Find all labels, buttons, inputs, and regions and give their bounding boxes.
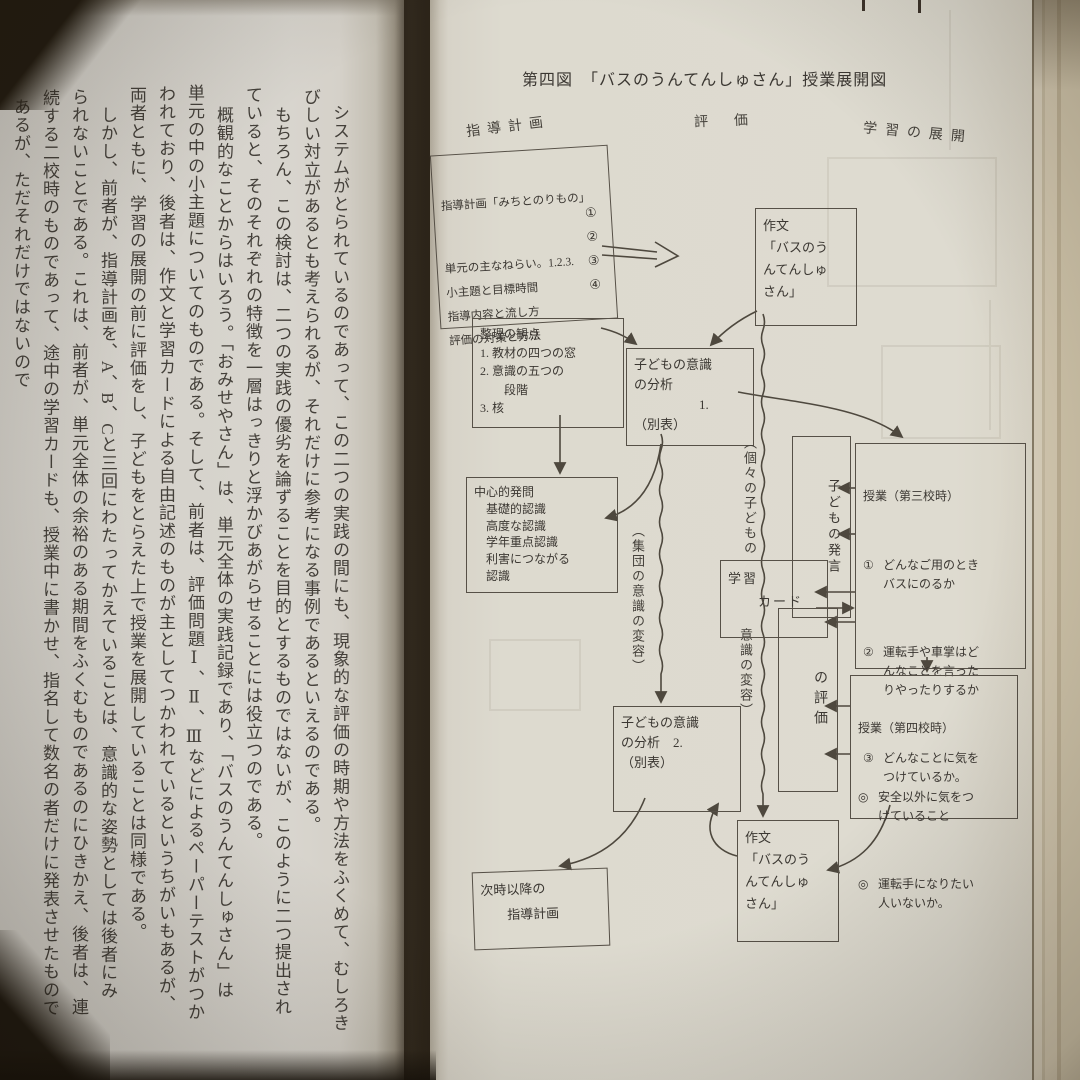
lesson-item: ◎ 安全以外に気をつ けていること bbox=[858, 788, 1010, 825]
box-central-question: 中心的発問 基礎的認識 高度な認識 学年重点認識 利害につながる 認識 bbox=[466, 477, 618, 593]
lesson-item: ① どんなご用のとき バスにのるか bbox=[863, 556, 1018, 593]
book-page-edges-shadow bbox=[1032, 0, 1080, 90]
box-children-remarks: 子どもの発言 bbox=[792, 436, 851, 618]
box-lesson-period-3: 授業（第三校時） ① どんなご用のとき バスにのるか ② 運転手や車掌はど んな… bbox=[855, 443, 1026, 784]
box-learning-card: 学習 カード bbox=[720, 560, 828, 638]
text-column: ていると、そのそれぞれの特徴を一層はっきりと浮かびあがらせることには役立つのであ… bbox=[243, 86, 262, 851]
item-number: ◎ bbox=[858, 877, 869, 892]
page-showthrough-ghost bbox=[489, 10, 1001, 711]
photo-dark-corner bbox=[0, 0, 150, 110]
text-column: 両者ともに、学習の展開の前に評価をし、子どもをとらえた上で授業を展開していること… bbox=[127, 86, 146, 942]
lesson-flow-diagram: 第四図 「バスのうんてんしゅさん」授業展開図 指導計画 評価 学習の展開 指導計… bbox=[429, 0, 1040, 1080]
page-top-mark bbox=[862, 0, 865, 11]
item-text: どんなご用のとき バスにのるか bbox=[883, 557, 980, 591]
text-column: われており、後者は、作文と学習カードによる自由記述のものが主としてつかわれている… bbox=[156, 85, 175, 1014]
lesson-item: ② 運転手や車掌はど んなことを言った りやったりするか bbox=[863, 643, 1018, 699]
item-number: ① bbox=[863, 557, 874, 572]
book-page-edges bbox=[1032, 0, 1080, 1080]
item-number: ③ bbox=[863, 751, 874, 766]
box-title: 指導計画「みちとのりもの」 bbox=[440, 192, 591, 214]
diagram-lines bbox=[489, 10, 1001, 874]
box-next-teaching-plan: 次時以降の 指導計画 bbox=[471, 867, 611, 951]
lesson-item: ③ どんなことに気を つけているか。 bbox=[863, 749, 1018, 786]
flow-arrows bbox=[553, 241, 934, 874]
text-column: 単元の中の小主題についてのものである。そして、前者は、評価問題Ⅰ、Ⅱ、Ⅲなどによ… bbox=[185, 84, 204, 1022]
label-individual-consciousness-1: （個々の子どもの bbox=[742, 436, 757, 556]
item-number: ◎ bbox=[858, 789, 869, 804]
text-column: られないことである。これは、前者が、単元全体の余裕のある期間をふくむものであるの… bbox=[69, 88, 88, 1017]
box-composition-bottom: 作文 「バスのう んてんしゅ さん」 bbox=[737, 820, 839, 942]
item-text: 安全以外に気をつ けていること bbox=[878, 789, 975, 823]
text-column: もちろん、この検討は、二つの実践の優劣を論ずることを目的とするものではないが、こ… bbox=[272, 106, 291, 1016]
box-lesson-period-4: 授業（第四校時） ◎ 安全以外に気をつ けていること ◎ 運転手になりたい 人い… bbox=[850, 675, 1018, 910]
box-organizing-viewpoints: 整理の観点 1. 教材の四つの窓 2. 意識の五つの 段階 3. 核 bbox=[472, 318, 624, 428]
book-gutter-shadow bbox=[394, 0, 440, 1080]
box-teaching-plan: 指導計画「みちとのりもの」 単元の主なねらい。1.2.3. 小主題と目標時間 指… bbox=[429, 144, 619, 348]
figure-title: 第四図 「バスのうんてんしゅさん」授業展開図 bbox=[522, 72, 888, 89]
box-child-consciousness-analysis-2: 子どもの意識 の分析 2. （別表） bbox=[613, 706, 741, 812]
label-individual-consciousness-2: 意識の変容） bbox=[738, 628, 753, 718]
big-arrow-shaft bbox=[601, 254, 658, 260]
vertical-text-block: システムがとられているのであって、この二つの実践の間にも、現象的な評価の時期や方… bbox=[0, 56, 354, 1064]
text-column: 続する二校時のものであって、途中の学習カードも、授業中に書かせ、指名して数名の者… bbox=[40, 89, 59, 1018]
left-page: システムがとられているのであって、この二つの実践の間にも、現象的な評価の時期や方… bbox=[0, 0, 404, 1080]
text-column: びしい対立があるとも考えられるが、それだけに参考になる事例であるといえるのである… bbox=[301, 88, 320, 835]
item-text: 運転手になりたい 人いないか。 bbox=[878, 877, 975, 910]
big-arrow-head bbox=[654, 241, 680, 268]
lesson-item: ◎ 運転手になりたい 人いないか。 bbox=[858, 875, 1010, 912]
column-header-evaluation: 評価 bbox=[693, 112, 775, 131]
page-top-mark bbox=[918, 0, 921, 13]
box-composition-top: 作文 「バスのう んてんしゅ さん」 bbox=[755, 208, 857, 326]
text-column: システムがとられているのであって、この二つの実践の間にも、現象的な評価の時期や方… bbox=[330, 104, 349, 1033]
box-evaluation-of: の評価 bbox=[778, 608, 838, 792]
box-title: 授業（第三校時） bbox=[863, 489, 960, 504]
box-title: 授業（第四校時） bbox=[858, 721, 955, 736]
text-column: しかし、前者が、指導計画を、A、B、Cと三回にわたってかえていることは、意識的な… bbox=[98, 106, 117, 1000]
item-text: どんなことに気を つけているか。 bbox=[883, 751, 980, 784]
photo-bottom-shadow bbox=[0, 1050, 436, 1080]
label-collective-consciousness: （集団の意識の変容） bbox=[630, 524, 645, 674]
box-child-consciousness-analysis-1: 子どもの意識 の分析 1. （別表） bbox=[626, 348, 754, 446]
item-number: ② bbox=[863, 645, 874, 660]
big-arrow-shaft bbox=[601, 245, 658, 253]
right-page: 第四図 「バスのうんてんしゅさん」授業展開図 指導計画 評価 学習の展開 指導計… bbox=[429, 0, 1040, 1080]
text-column-clipped: あるが、ただそれだけではないので bbox=[11, 98, 30, 390]
item-text: 運転手や車掌はど んなことを言った りやったりするか bbox=[883, 645, 980, 697]
text-column: 概観的なことからはいろう。「おみせやさん」は、単元全体の実践記録であり、「バスの… bbox=[214, 106, 233, 999]
